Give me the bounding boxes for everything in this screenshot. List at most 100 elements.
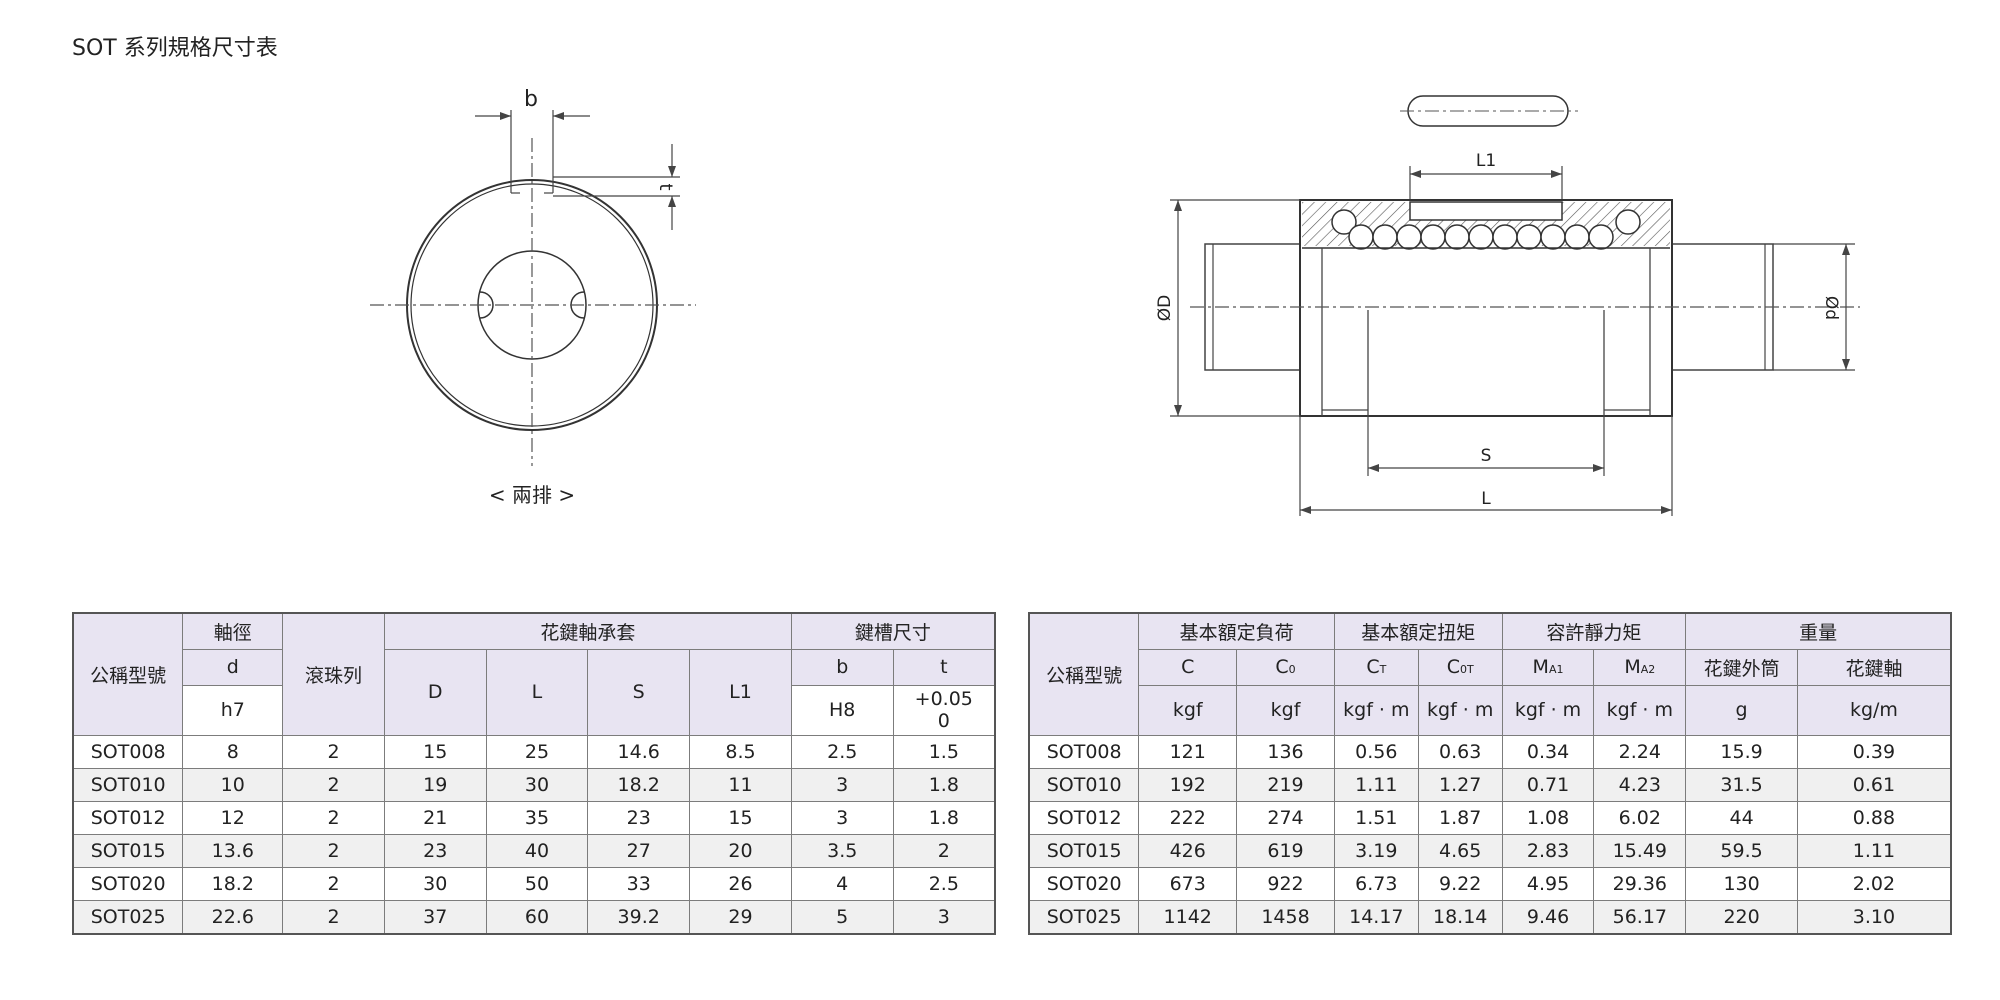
model-code-cell: SOT015 [1028,833,1140,868]
table-cell: 4.23 [1593,767,1687,802]
model-code-cell: SOT020 [72,866,184,901]
unit-kgm: kg/m [1796,684,1952,736]
header-d: d [182,648,284,686]
header-sleeve: 花鍵軸承套 [383,612,792,650]
table-cell: 4.95 [1501,866,1595,901]
table-cell: 33 [587,866,691,901]
spec-table-ratings: 公稱型號 基本額定負荷 基本額定扭矩 容許靜力矩 重量 C C0 CT C0T … [1028,612,1952,935]
model-code-cell: SOT020 [1028,866,1140,901]
table-cell: 2 [282,899,385,934]
header-b: b [790,648,894,686]
table-cell: 1.08 [1501,800,1595,835]
table-cell: 14.17 [1333,899,1419,934]
table-cell: 40 [485,833,589,868]
table-cell: 192 [1138,767,1238,802]
table-cell: 59.5 [1685,833,1798,868]
table-cell: 15.9 [1685,734,1798,769]
table-cell: 6.02 [1593,800,1687,835]
table-cell: 20 [689,833,792,868]
table-cell: 8 [182,734,284,769]
table-cell: 2.5 [790,734,894,769]
table-cell: 22.6 [182,899,284,934]
table-cell: 37 [383,899,487,934]
model-code-cell: SOT008 [72,734,184,769]
table-cell: 426 [1138,833,1238,868]
table-cell: 14.6 [587,734,691,769]
header-H8: H8 [790,684,894,736]
tolerance-upper: +0.05 [914,688,973,710]
table-cell: 60 [485,899,589,934]
table-cell: 2.83 [1501,833,1595,868]
table-cell: 3.19 [1333,833,1419,868]
table-cell: 10 [182,767,284,802]
header-model: 公稱型號 [72,612,184,736]
header-torque: 基本額定扭矩 [1333,612,1503,650]
table-cell: 1.8 [892,800,996,835]
table-cell: 3 [790,767,894,802]
table-cell: 2 [282,734,385,769]
tolerance-lower: 0 [937,710,950,732]
header-C: C [1138,648,1238,686]
header-load: 基本額定負荷 [1138,612,1335,650]
header-outer-sleeve: 花鍵外筒 [1685,648,1798,686]
header-L: L [485,648,589,736]
table-cell: 13.6 [182,833,284,868]
table-cell: 1458 [1236,899,1335,934]
header-shaft-dia: 軸徑 [182,612,284,650]
header-t: t [892,648,996,686]
table-cell: 1.27 [1417,767,1503,802]
table-cell: 673 [1138,866,1238,901]
header-MA1: MA1 [1501,648,1595,686]
table-cell: 1.5 [892,734,996,769]
page-title: SOT 系列規格尺寸表 [72,36,278,61]
side-view-drawing: L1 ØD [1155,95,1860,516]
table-cell: 4.65 [1417,833,1503,868]
unit-kgfm-3: kgf · m [1501,684,1595,736]
unit-kgfm-1: kgf · m [1333,684,1419,736]
table-cell: 56.17 [1593,899,1687,934]
table-cell: 15 [689,800,792,835]
unit-kgfm-2: kgf · m [1417,684,1503,736]
table-cell: 274 [1236,800,1335,835]
view-caption: < 兩排 > [489,483,575,507]
table-cell: 6.73 [1333,866,1419,901]
unit-kgfm-4: kgf · m [1593,684,1687,736]
table-cell: 39.2 [587,899,691,934]
model-code-cell: SOT025 [1028,899,1140,934]
table-cell: 31.5 [1685,767,1798,802]
table-cell: 2.5 [892,866,996,901]
table-cell: 26 [689,866,792,901]
table-cell: 11 [689,767,792,802]
table-cell: 3 [892,899,996,934]
table-cell: 27 [587,833,691,868]
header-C0T: C0T [1417,648,1503,686]
table-cell: 219 [1236,767,1335,802]
header-C0: C0 [1236,648,1335,686]
model-code-cell: SOT008 [1028,734,1140,769]
table-cell: 130 [1685,866,1798,901]
table-cell: 136 [1236,734,1335,769]
table-cell: 0.56 [1333,734,1419,769]
table-cell: 1.11 [1796,833,1952,868]
header-t-tolerance: +0.05 0 [892,684,996,736]
header-MA2: MA2 [1593,648,1687,686]
table-cell: 18.14 [1417,899,1503,934]
model-code-cell: SOT025 [72,899,184,934]
table-cell: 1.51 [1333,800,1419,835]
table-cell: 0.61 [1796,767,1952,802]
table-cell: 0.34 [1501,734,1595,769]
table-cell: 9.46 [1501,899,1595,934]
table-cell: 12 [182,800,284,835]
table-cell: 2.02 [1796,866,1952,901]
table-cell: 0.88 [1796,800,1952,835]
model-code-cell: SOT010 [1028,767,1140,802]
table-cell: 1.11 [1333,767,1419,802]
model-code-cell: SOT012 [1028,800,1140,835]
table-cell: 30 [485,767,589,802]
